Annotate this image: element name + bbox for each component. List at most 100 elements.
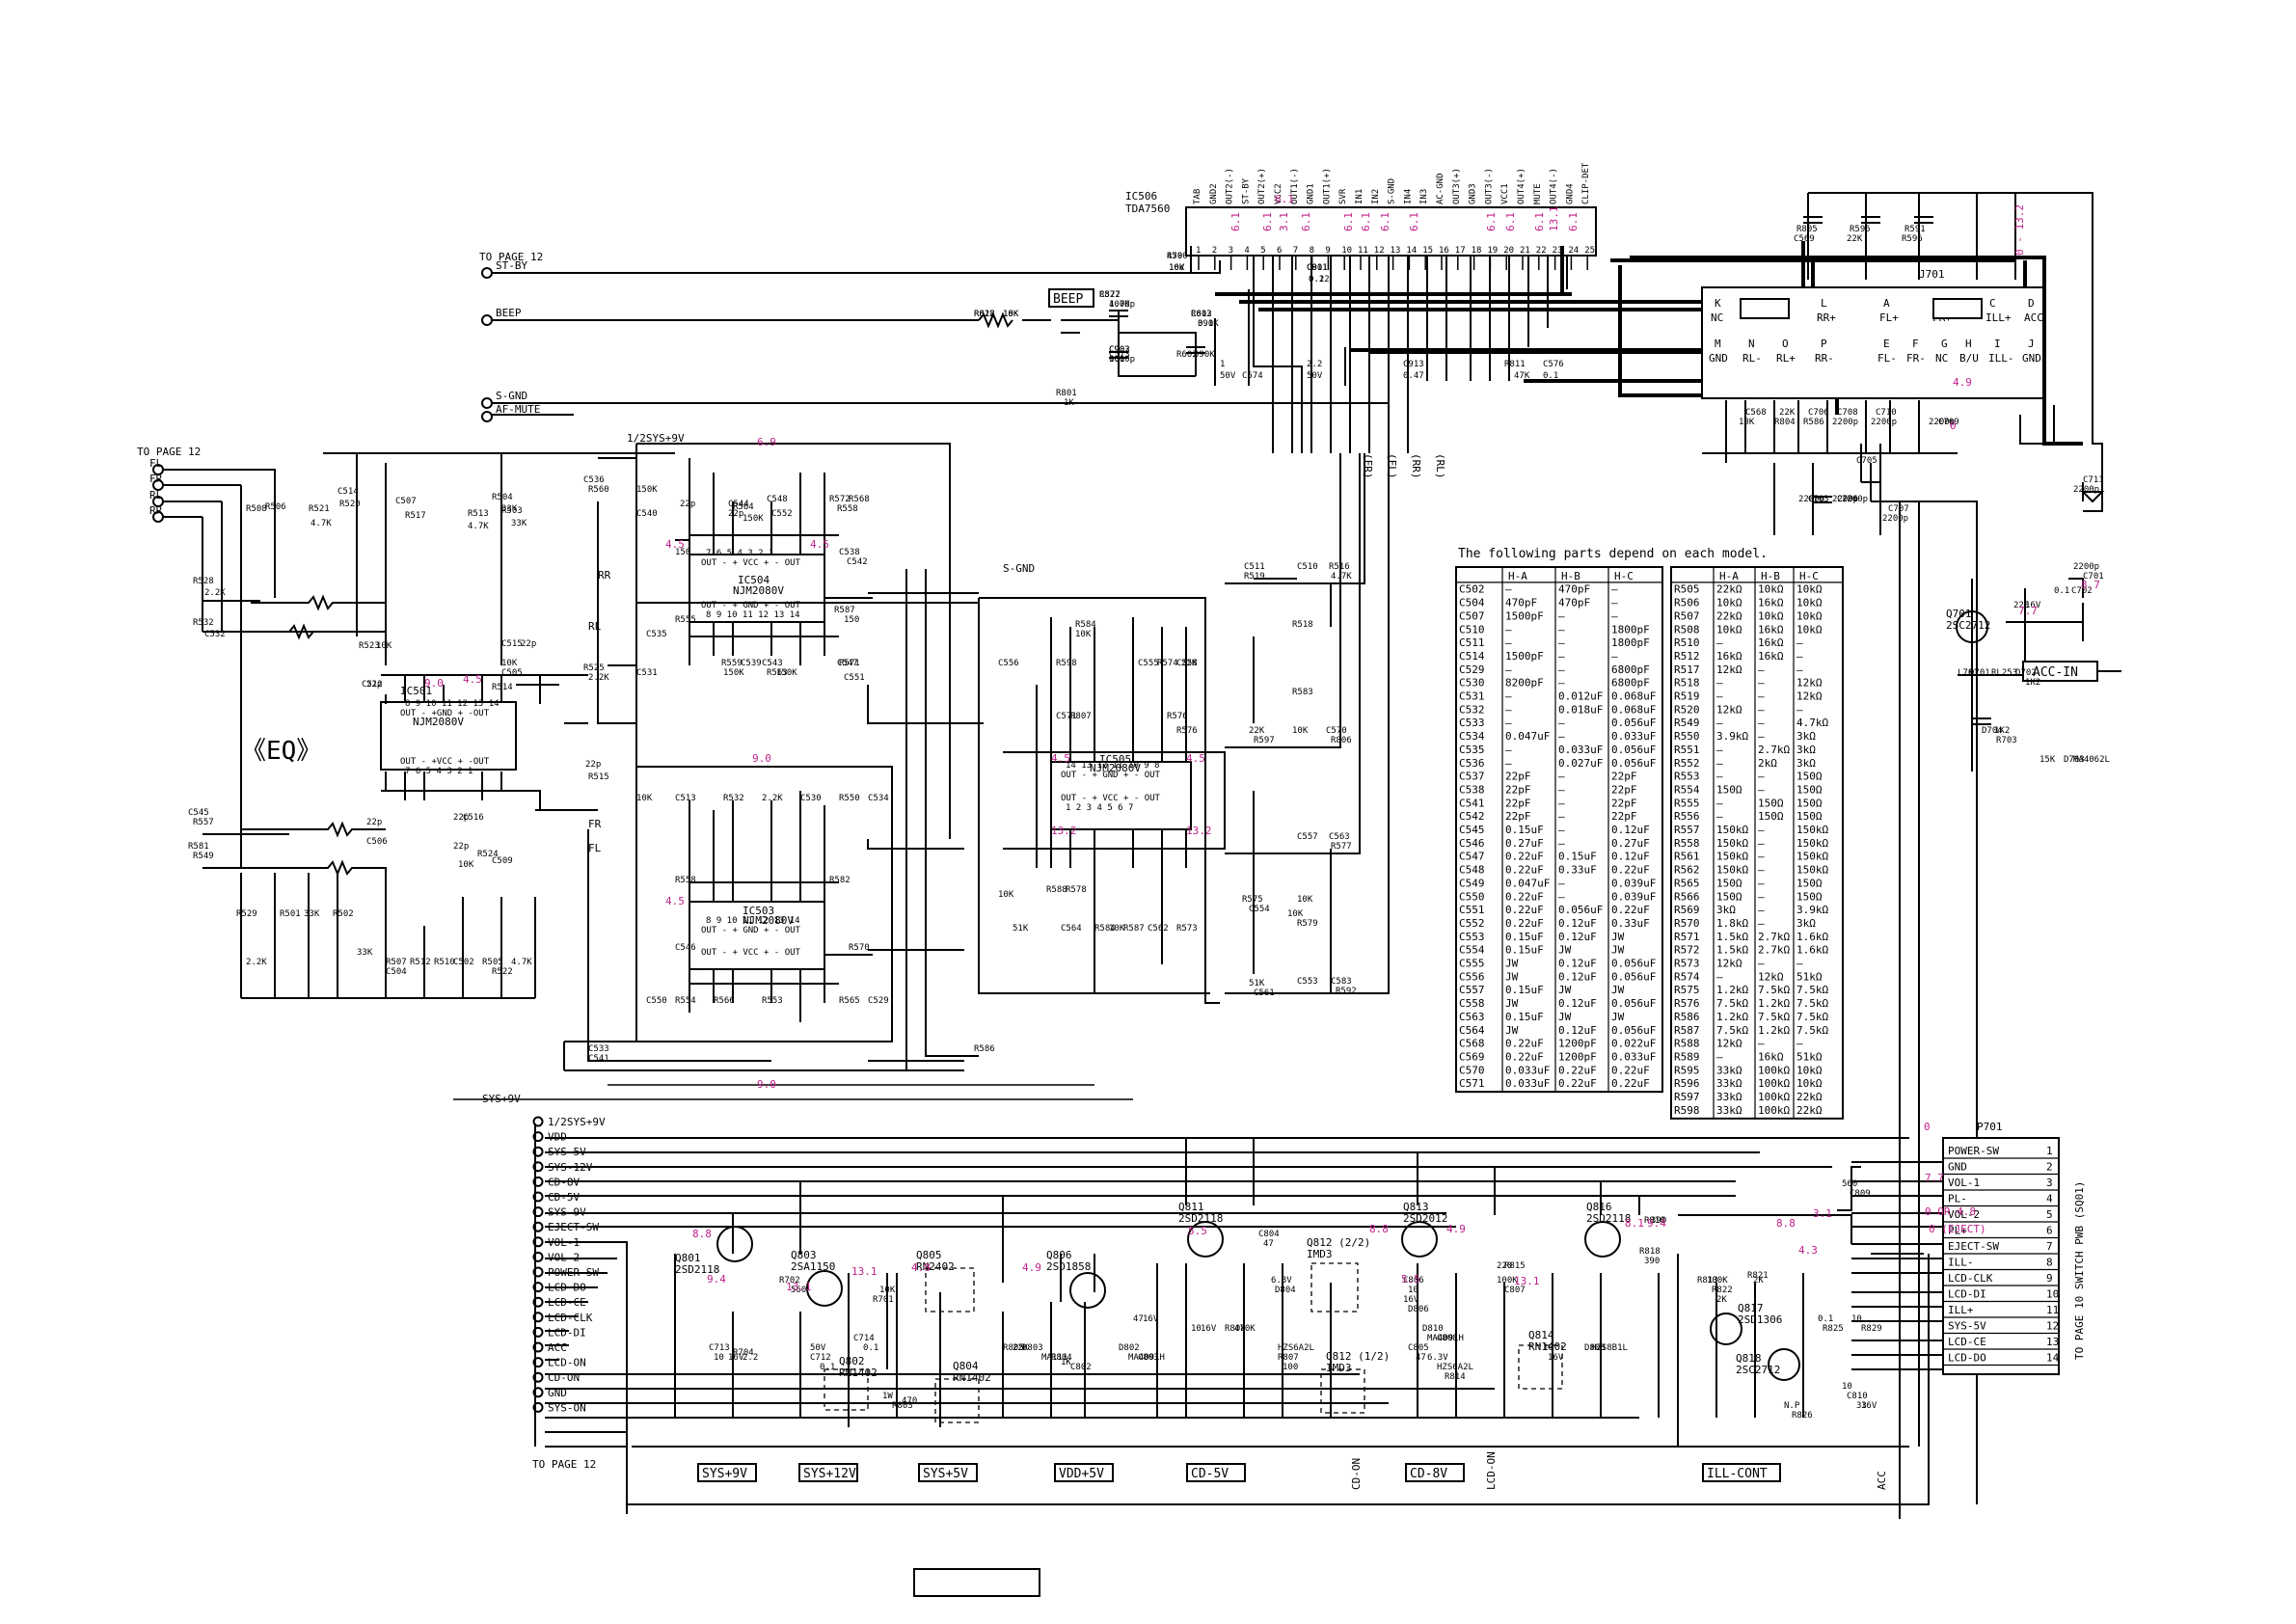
component-label: 390 — [1651, 1216, 1666, 1226]
ic506-pin-13: S-GND — [1388, 178, 1397, 204]
component-label: C710 — [1876, 408, 1897, 418]
table-cell: C570 — [1459, 1064, 1485, 1076]
table-cell: 7.5kΩ — [1716, 997, 1748, 1010]
table-cell: 3kΩ — [1796, 917, 1816, 930]
component-label: C502 — [453, 958, 474, 967]
table-cell: C556 — [1459, 970, 1485, 983]
component-label: C551 — [844, 673, 865, 683]
component-label: C709 — [1938, 418, 1959, 427]
component-label: 1000p — [1109, 355, 1135, 365]
p701-pin-num: 9 — [2046, 1272, 2053, 1285]
table-cell: 22pF — [1505, 810, 1531, 823]
voltage-mark: 4.8 — [911, 1261, 931, 1274]
component-label: R597 — [1254, 736, 1275, 745]
table-cell: 150kΩ — [1796, 824, 1828, 836]
table-cell: C563 — [1459, 1011, 1485, 1023]
component-label: C572 — [1099, 290, 1121, 300]
component-label: C557 — [1297, 832, 1318, 842]
q814-box — [1518, 1344, 1563, 1390]
table-head: H-A — [1508, 570, 1527, 582]
input-rl: RL — [149, 489, 163, 501]
component-label: 2200p — [1798, 495, 1824, 504]
component-label: 2.2 — [1307, 360, 1322, 369]
table-cell: C531 — [1459, 690, 1485, 703]
component-label: R603 — [1191, 310, 1212, 319]
table-cell: 6800pF — [1611, 663, 1650, 676]
table-cell: R520 — [1674, 703, 1700, 716]
component-label: 2.2K — [246, 958, 267, 967]
table-cell: — — [1558, 677, 1565, 690]
component-label: R825 — [1823, 1324, 1844, 1334]
table-cell: C550 — [1459, 890, 1485, 903]
component-label: 150 — [844, 615, 859, 625]
voltage-mark: 5.5 — [1401, 1273, 1420, 1286]
component-label: 10K — [501, 659, 518, 668]
component-label: C562 — [1148, 924, 1169, 934]
ic506-pin-25: CLIP-DET — [1581, 162, 1591, 204]
ic-part: NJM2080V — [413, 716, 464, 728]
component-label: C514 — [338, 487, 359, 497]
table-cell: — — [1758, 1038, 1765, 1050]
block-label-box — [918, 1463, 978, 1482]
component-label: R501 — [280, 909, 301, 919]
p701-pin-label: LCD-CE — [1948, 1336, 1986, 1348]
rail-terminal — [532, 1191, 544, 1203]
table-cell: — — [1796, 958, 1803, 970]
table-cell: 0.22uF — [1558, 1077, 1597, 1090]
table-cell: C555 — [1459, 958, 1485, 970]
ic506-pin-4: ST-BY — [1241, 177, 1251, 204]
table-cell: — — [1558, 837, 1565, 850]
voltage-mark: 9.0 — [424, 677, 444, 690]
component-label: C548 — [767, 495, 788, 504]
transistor-ref: Q803 — [791, 1249, 817, 1261]
component-label: R586 — [974, 1044, 995, 1054]
table-cell: 0.33uF — [1611, 917, 1650, 930]
table-cell: C552 — [1459, 917, 1485, 930]
component-label: C529 — [868, 996, 889, 1006]
transistor-part: 2SC2712 — [1946, 619, 1990, 632]
component-label: C913 — [1403, 360, 1424, 369]
component-label: C545 — [188, 808, 209, 818]
ic-pins: 14 13 12 11 10 9 8 — [1066, 761, 1160, 771]
vertical-label: LCD-ON — [1485, 1451, 1498, 1490]
table-cell: — — [1558, 771, 1565, 783]
rail-terminal — [532, 1371, 544, 1383]
voltage-mark: 4.3 — [1798, 1244, 1818, 1257]
component-label: C543 — [762, 659, 783, 668]
ic506-pin-num: 19 — [1487, 246, 1498, 256]
terminal-circle — [481, 411, 493, 422]
q812b-box — [1310, 1262, 1359, 1313]
p701-pin-label: LCD-DI — [1948, 1288, 1986, 1301]
component-label: 2200p — [2073, 562, 2099, 572]
ic506-pin-num: 22 — [1536, 246, 1547, 256]
transistor-ref: Q817 — [1738, 1302, 1764, 1314]
component-label: 10K — [998, 890, 1014, 900]
p701-body — [1942, 1137, 2060, 1375]
transistor-ref: Q812 (1/2) — [1326, 1350, 1390, 1363]
ic-ref: IC503 — [743, 905, 774, 917]
table-cell: R573 — [1674, 958, 1700, 970]
table-cell: — — [1558, 609, 1565, 622]
j701-pin-func: NC — [1711, 311, 1723, 324]
component-label: R590 — [1167, 252, 1188, 261]
component-label: 33 — [1856, 1401, 1867, 1411]
table-cell: — — [1758, 783, 1765, 796]
table-cell: JW — [1505, 970, 1519, 983]
transistor-ref: Q806 — [1046, 1249, 1072, 1261]
component-label: C701 — [2083, 572, 2104, 582]
component-label: R578 — [1066, 885, 1087, 895]
p701-pin-num: 10 — [2046, 1288, 2059, 1301]
component-label: R517 — [405, 511, 426, 521]
ic-ref: IC504 — [738, 574, 770, 586]
component-label: C713 — [709, 1343, 730, 1353]
component-label: C805 — [1408, 1343, 1429, 1353]
table-cell: 4.7kΩ — [1796, 717, 1828, 729]
transistor-ref: Q805 — [916, 1249, 942, 1261]
component-label: C558 — [1176, 659, 1198, 668]
component-label: R804 — [1774, 418, 1796, 427]
component-label: R829 — [1861, 1324, 1882, 1334]
ic506-volt: 6.1 — [1342, 212, 1355, 231]
table-cell: 10kΩ — [1796, 623, 1823, 636]
